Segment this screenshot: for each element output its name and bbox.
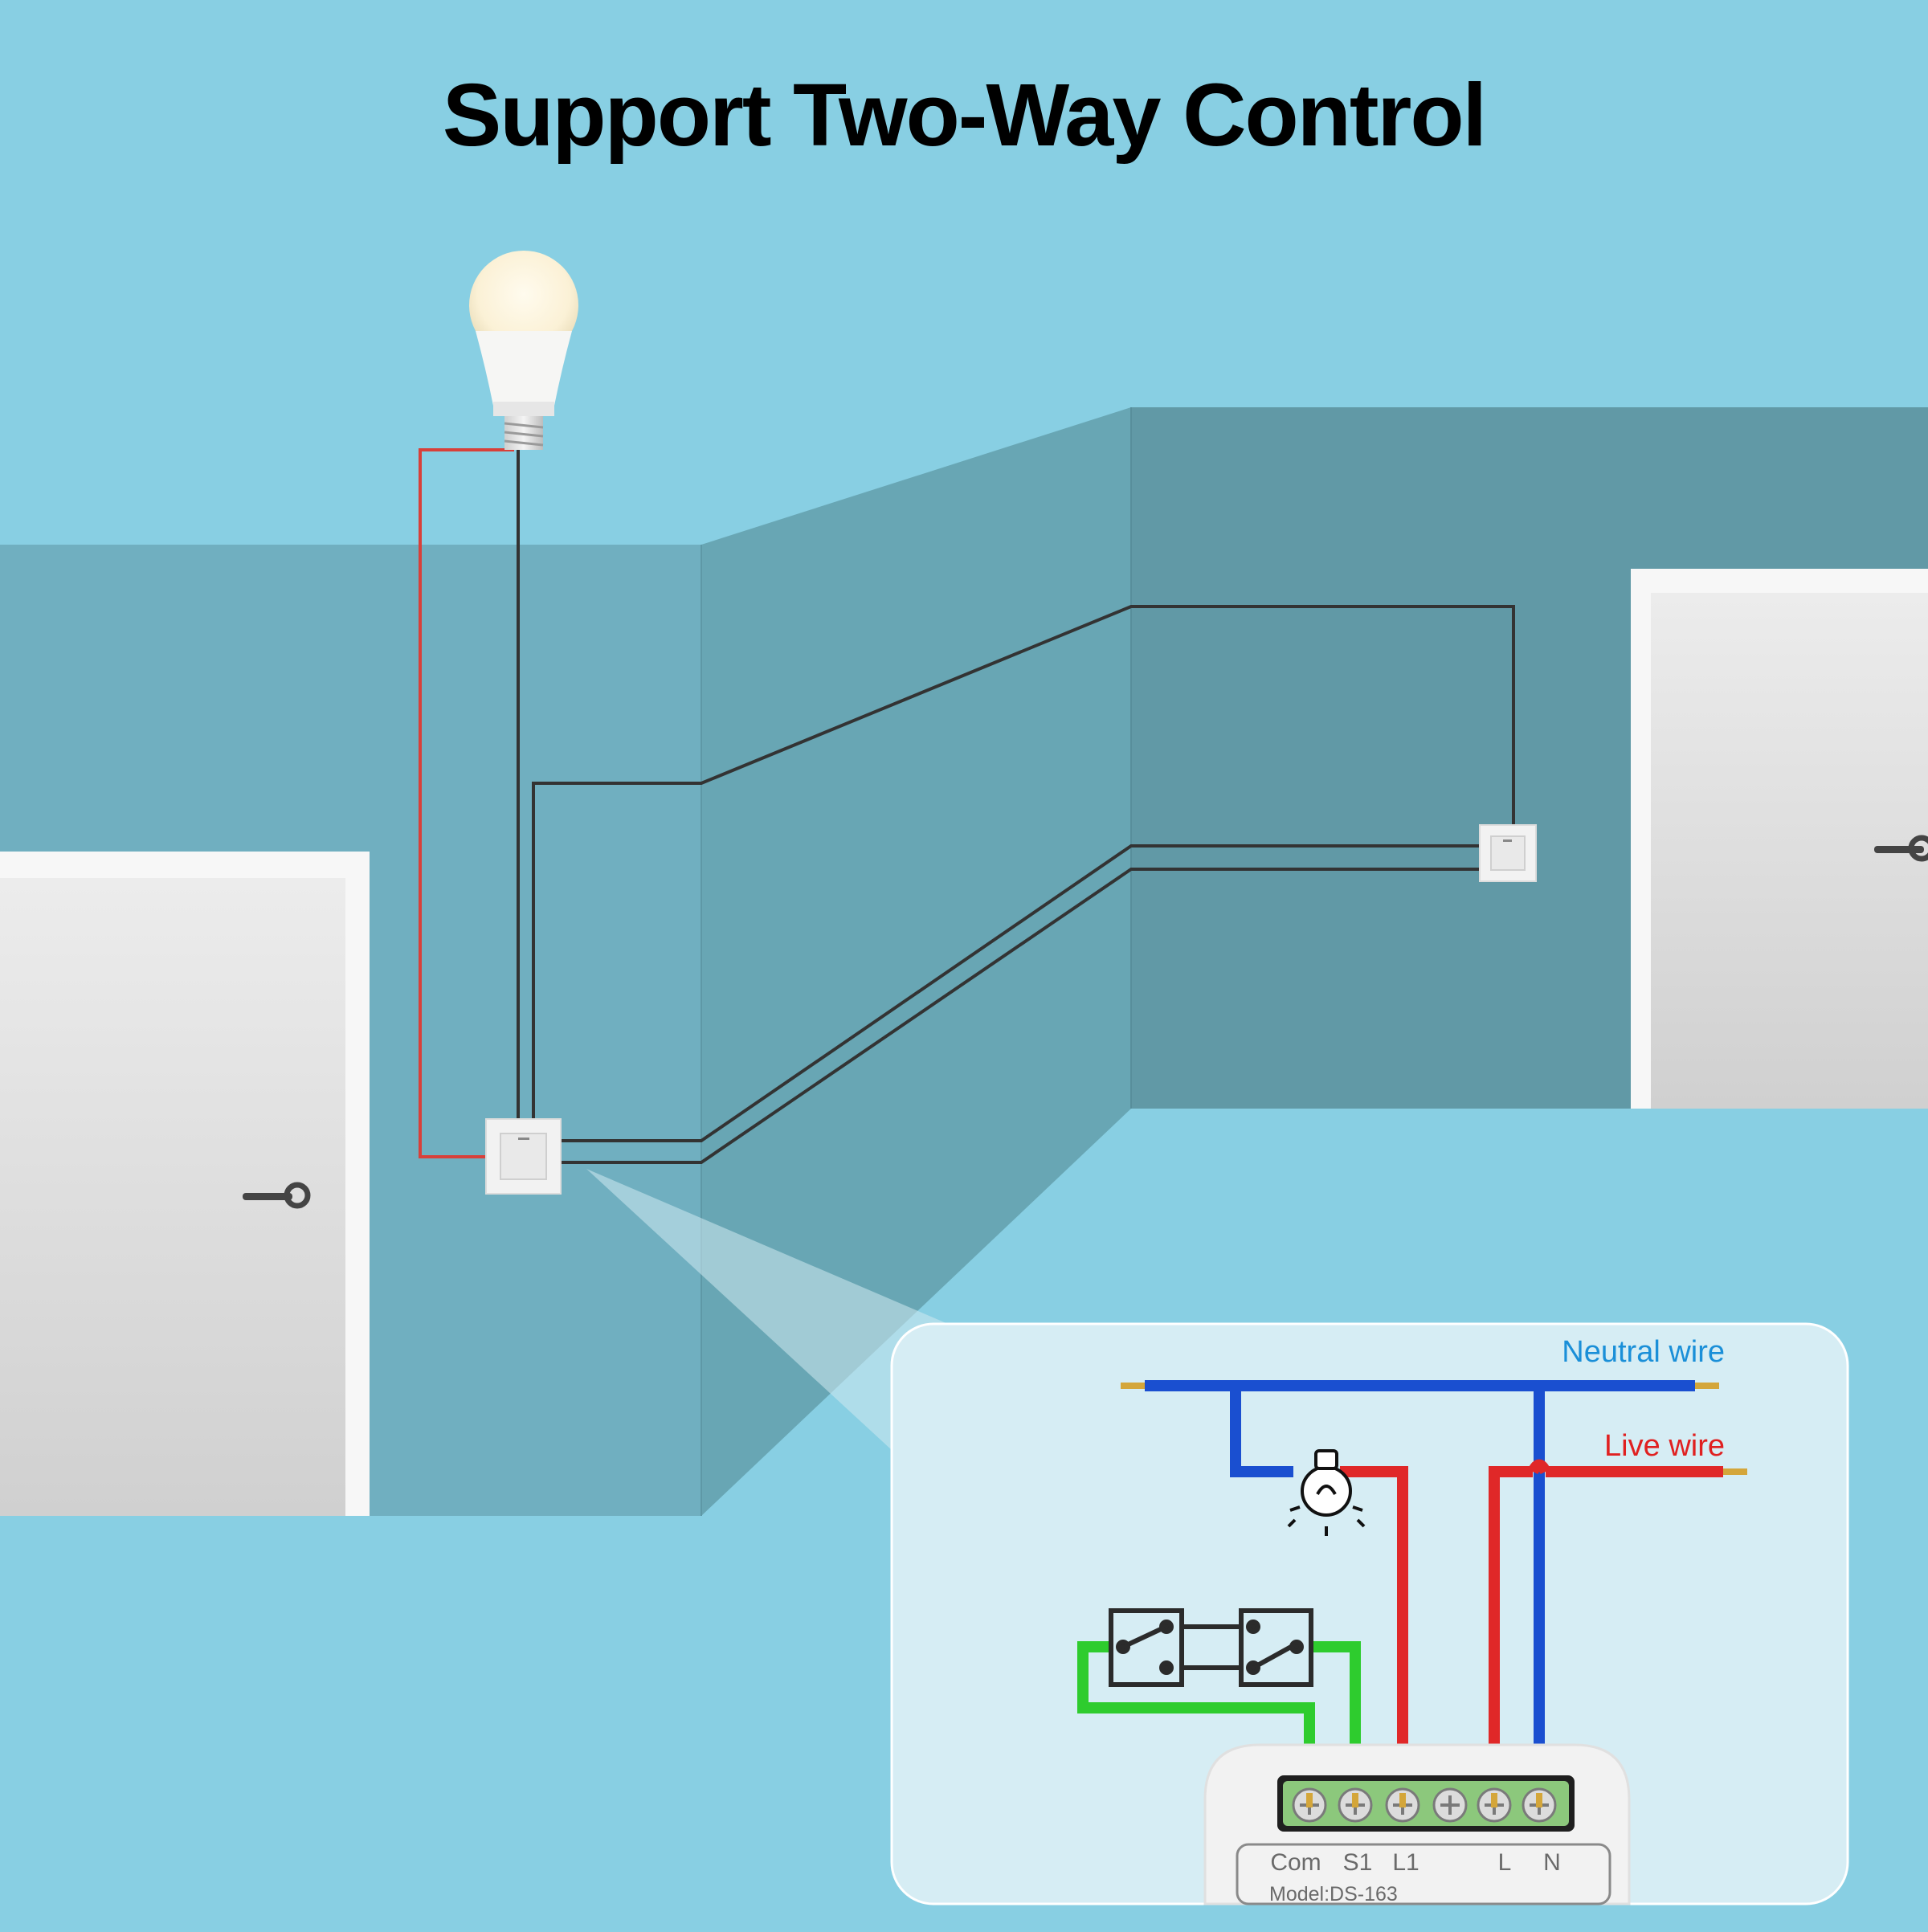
lamp-symbol-icon: [1287, 1449, 1366, 1536]
zoom-callout: Neutral wire Live wire Com S1 L1 L N Mod…: [586, 1169, 1849, 1905]
live-wire-to-bulb: [419, 448, 514, 1158]
right-door: [1631, 569, 1928, 1109]
left-door: [0, 852, 370, 1516]
terminal-label-n: N: [1543, 1849, 1561, 1876]
middle-wall: [701, 407, 1131, 1516]
neutral-wire: [1121, 1380, 1719, 1807]
wiring: [419, 448, 1515, 1164]
model-label: Model:DS-163: [1269, 1883, 1398, 1905]
page-title: Support Two-Way Control: [442, 66, 1487, 165]
neutral-wire-label: Neutral wire: [1562, 1335, 1725, 1369]
door-handle-icon: [243, 1182, 311, 1209]
wall-switch-icon: [1479, 824, 1537, 882]
wall-switch-icon: [485, 1118, 562, 1195]
light-bulb-icon: [469, 251, 578, 450]
live-wire-label: Live wire: [1604, 1429, 1725, 1463]
terminal-label-l: L: [1498, 1849, 1512, 1876]
two-way-switch-symbol-icon: [1109, 1608, 1313, 1687]
live-wire: [1340, 1459, 1747, 1807]
lower-traveler-wire: [558, 868, 1480, 1164]
middle-traveler-wire: [558, 844, 1480, 1142]
terminal-label-l1: L1: [1392, 1849, 1419, 1876]
terminal-label-com: Com: [1270, 1849, 1321, 1876]
upper-traveler-wire: [532, 605, 1515, 1121]
smart-switch-module: [1203, 1743, 1631, 1905]
door-handle-icon: [1874, 835, 1928, 862]
terminal-labels: Com S1 L1 L N: [1270, 1849, 1561, 1876]
terminal-label-s1: S1: [1343, 1849, 1373, 1876]
